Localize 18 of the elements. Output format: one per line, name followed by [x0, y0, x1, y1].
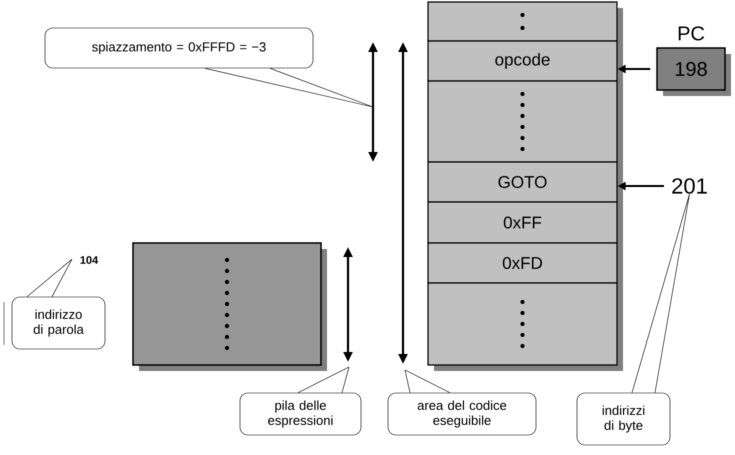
- register-label: PC: [678, 26, 704, 40]
- leader-line: [204, 68, 374, 108]
- leader-line: [298, 366, 350, 393]
- callout-box: indirizzo di parola: [12, 296, 106, 350]
- memory-cell: GOTO: [427, 161, 618, 203]
- address-label: 104: [80, 256, 98, 264]
- callout-box: spiazzamento = 0xFFFD = −3: [44, 28, 314, 68]
- callout-box: area del codice eseguibile: [388, 392, 536, 436]
- leader-line: [632, 194, 690, 393]
- address-label: 201: [672, 178, 707, 194]
- memory-cell: 0xFF: [427, 201, 618, 244]
- callout-box: pila delle espressioni: [240, 392, 362, 436]
- callout-box: indirizzi di byte: [576, 392, 670, 446]
- leader-line: [26, 258, 72, 297]
- memory-cell: 0xFD: [427, 242, 618, 284]
- register-box: 198: [656, 47, 726, 91]
- memory-cell: opcode: [427, 40, 618, 82]
- leader-line: [404, 370, 450, 393]
